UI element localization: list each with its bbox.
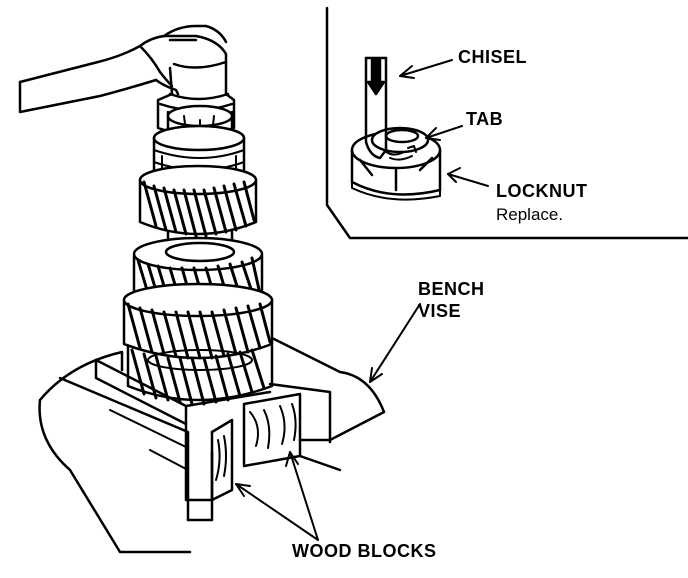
bench-vise-label-line2: VISE [418,301,462,321]
inset-frame [325,6,688,240]
bench-vise [38,336,386,554]
top-gear [138,164,258,238]
wood-blocks [94,358,302,502]
tab-label: TAB [466,109,504,129]
chisel-label: CHISEL [458,47,528,67]
bench-vise-label-line1: BENCH [418,279,485,299]
leader-lines [235,59,489,541]
locknut-note: Replace. [496,205,564,224]
ratchet-handle [18,24,236,137]
locknut-label: LOCKNUT [496,181,588,201]
chisel-tool [364,56,388,160]
wood-blocks-label: WOOD BLOCKS [292,541,437,561]
lower-gear-stack [122,282,274,406]
